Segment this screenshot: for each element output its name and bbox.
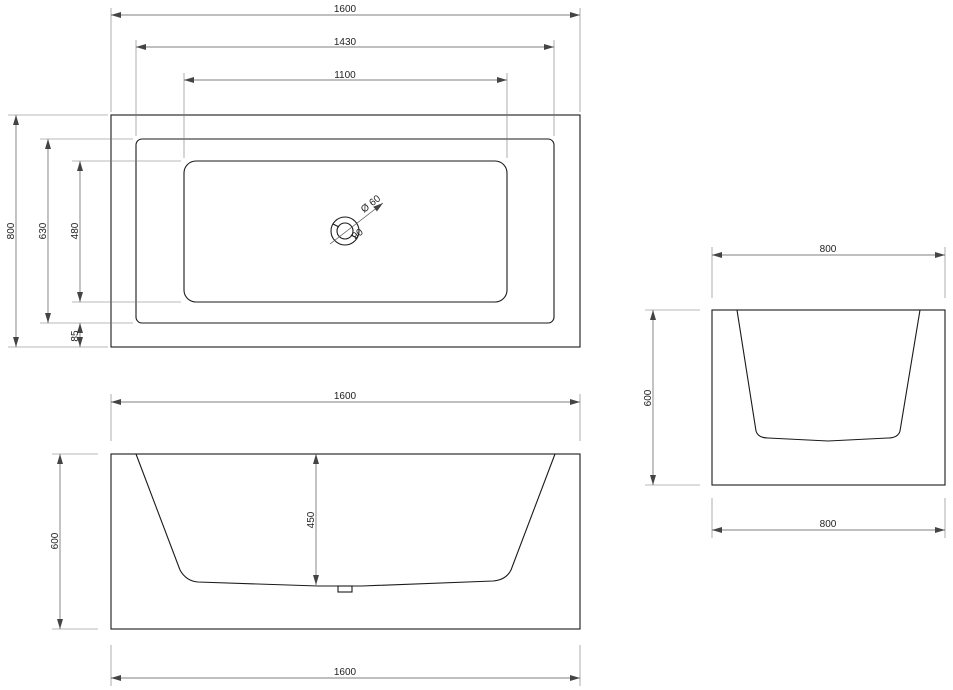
dim-basin-length (183, 73, 508, 158)
label-rim-width: 630 (38, 222, 49, 239)
dim-basin-width (72, 160, 181, 303)
dim-rim-width (40, 138, 133, 324)
label-side-bottom-width: 800 (820, 519, 837, 530)
front-view-outline (110, 453, 581, 630)
front-view: 1600 600 450 1600 (50, 391, 581, 686)
label-outer-rim-length: 1430 (334, 37, 357, 48)
label-overall-width: 800 (6, 222, 17, 239)
front-view-inner-profile (135, 453, 556, 587)
label-side-top-width: 800 (820, 244, 837, 255)
dim-front-top-length (110, 394, 581, 441)
side-view-inner-profile (736, 309, 921, 442)
side-view: 800 600 800 (643, 244, 946, 538)
dim-overall-length (110, 8, 581, 112)
top-view-outer-outline (110, 114, 581, 348)
drain-symbol (329, 202, 384, 246)
dim-side-bottom-width (711, 498, 946, 538)
top-view-rim-outline (135, 138, 555, 324)
label-overall-length: 1600 (334, 4, 357, 15)
label-front-top-length: 1600 (334, 391, 357, 402)
dim-side-height (645, 309, 700, 486)
label-front-height: 600 (50, 532, 61, 549)
dim-front-height (52, 453, 98, 630)
label-inner-depth: 450 (306, 511, 317, 528)
side-view-outline (711, 309, 946, 486)
label-basin-length: 1100 (334, 70, 356, 81)
label-side-height: 600 (643, 389, 654, 406)
label-front-bottom-length: 1600 (334, 667, 357, 678)
dim-outer-rim-length (135, 40, 555, 136)
dim-overall-width (8, 114, 108, 348)
top-view-basin-outline (183, 160, 508, 303)
dim-side-top-width (711, 247, 946, 298)
dim-front-bottom-length (110, 645, 581, 686)
label-side-offset: 85 (70, 330, 81, 342)
front-view-drain-outlet (337, 585, 353, 593)
label-basin-width: 480 (70, 222, 81, 239)
top-view: Ø 60 90 1600 1430 1100 800 (6, 4, 581, 348)
